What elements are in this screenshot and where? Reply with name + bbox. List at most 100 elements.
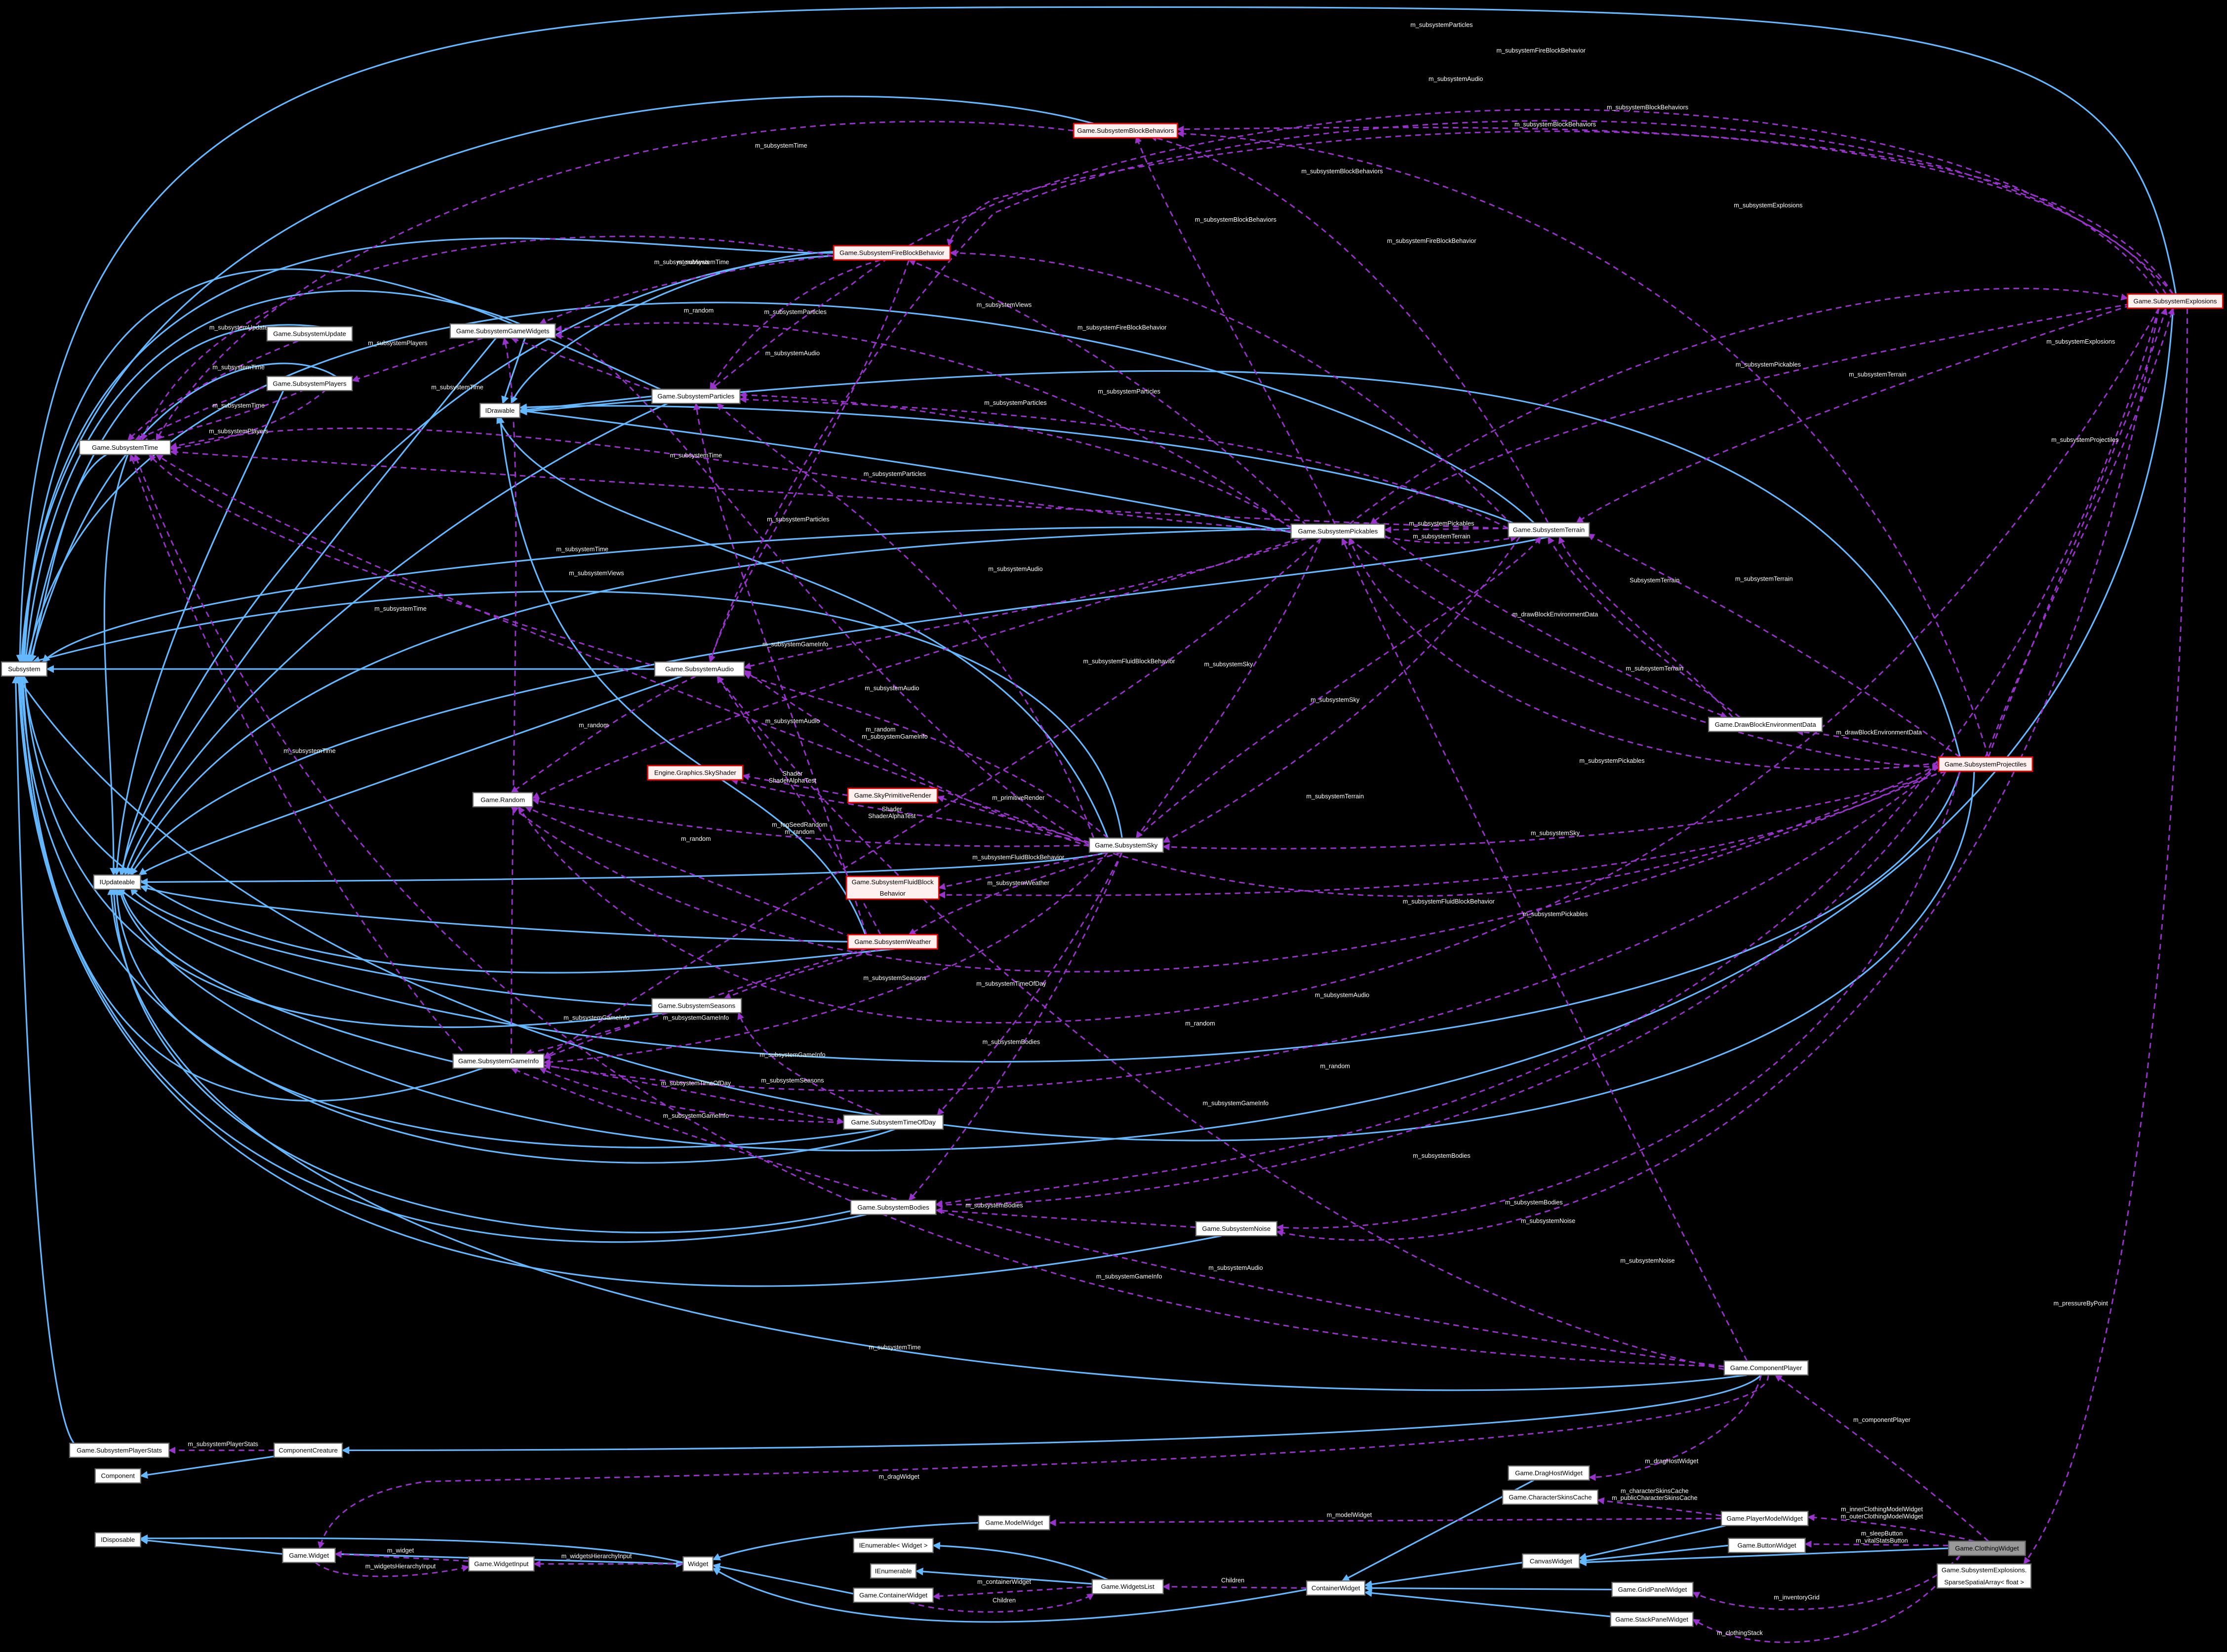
inheritance-edge-stack_panel_widget-to-container_widget bbox=[1364, 1589, 1611, 1617]
node-label: Game.PlayerModelWidget bbox=[1727, 1515, 1803, 1522]
edge-label: m_subsystemExplosions bbox=[1734, 202, 1802, 209]
usage-edge-component_player-to-subsystem_time bbox=[134, 454, 1724, 1368]
class-node-iupdateable[interactable]: IUpdateable bbox=[93, 874, 141, 890]
class-node-component-creature[interactable]: ComponentCreature bbox=[273, 1442, 343, 1458]
edge-label: m_subsystemViews bbox=[977, 301, 1032, 308]
class-node-player-model-widget[interactable]: Game.PlayerModelWidget bbox=[1720, 1511, 1809, 1527]
edge-label: m_subsystemNoise bbox=[1521, 1218, 1575, 1224]
class-node-stack-panel-widget[interactable]: Game.StackPanelWidget bbox=[1610, 1612, 1694, 1627]
class-node-subsystem-player-stats[interactable]: Game.SubsystemPlayerStats bbox=[69, 1442, 170, 1458]
node-box bbox=[651, 389, 741, 404]
usage-edge-subsystem_projectiles-to-subsystem_block_behaviors bbox=[1176, 130, 1989, 757]
class-node-grid-panel-widget[interactable]: Game.GridPanelWidget bbox=[1611, 1581, 1694, 1597]
node-label: Game.SubsystemUpdate bbox=[273, 330, 346, 338]
edge-label: m_subsystemExplosions bbox=[2046, 338, 2115, 345]
edge-label: m_drawBlockEnvironmentData bbox=[1512, 611, 1598, 618]
node-label: Game.SubsystemPlayers bbox=[273, 380, 347, 387]
class-node-subsystem-audio[interactable]: Game.SubsystemAudio bbox=[654, 661, 745, 677]
class-node-game-widget[interactable]: Game.Widget bbox=[282, 1547, 336, 1563]
usage-edge-component_player-to-subsystem_game_info bbox=[511, 1067, 1724, 1368]
class-node-sky-shader[interactable]: Engine.Graphics.SkyShader bbox=[647, 765, 744, 781]
usage-edge-subsystem_projectiles-to-subsystem_terrain bbox=[1587, 533, 1961, 758]
node-label: Widget bbox=[688, 1560, 708, 1568]
usage-edge-subsystem_terrain-to-subsystem_time bbox=[169, 448, 1509, 529]
class-node-game-container-widget[interactable]: Game.ContainerWidget bbox=[853, 1587, 934, 1603]
class-node-subsystem-game-info[interactable]: Game.SubsystemGameInfo bbox=[452, 1053, 545, 1069]
edge-label: m_subsystemParticles bbox=[864, 471, 926, 477]
inheritance-edge-subsystem_player_stats-to-subsystem bbox=[12, 675, 75, 1444]
class-node-subsystem-sky[interactable]: Game.SubsystemSky bbox=[1088, 837, 1164, 853]
class-node-widget[interactable]: Widget bbox=[682, 1556, 714, 1572]
usage-edge-subsystem_audio-to-subsystem_time bbox=[148, 454, 661, 669]
node-box bbox=[1937, 1563, 2032, 1589]
usage-edge-subsystem_pickables-to-subsystem_terrain bbox=[1385, 535, 1518, 544]
inheritance-edge-subsystem_sky-to-subsystem bbox=[32, 590, 1123, 838]
node-box bbox=[850, 1199, 937, 1216]
class-node-drag-host-widget[interactable]: Game.DragHostWidget bbox=[1508, 1465, 1590, 1481]
inheritance-edge-subsystem_update-to-subsystem bbox=[26, 324, 330, 663]
node-label: IUpdateable bbox=[100, 878, 135, 886]
usage-edge-widget_input-to-game_widget bbox=[334, 1550, 469, 1562]
usage-edge-subsystem_audio-to-random bbox=[511, 675, 696, 793]
inheritance-edge-subsystem_game_widgets-to-idrawable bbox=[501, 336, 526, 404]
edge-label: m_subsystemAudio bbox=[765, 717, 820, 724]
class-node-subsystem-time[interactable]: Game.SubsystemTime bbox=[79, 439, 171, 455]
inheritance-edge-clothing_widget-to-canvas_widget bbox=[1578, 1547, 1949, 1567]
node-box bbox=[651, 998, 742, 1014]
class-node-subsystem-particles[interactable]: Game.SubsystemParticles bbox=[651, 389, 741, 404]
class-node-widgets-list[interactable]: Game.WidgetsList bbox=[1091, 1579, 1164, 1595]
class-node-component[interactable]: Component bbox=[94, 1468, 141, 1484]
usage-edge-subsystem_game_widgets-to-subsystem_players bbox=[351, 337, 483, 382]
node-box bbox=[647, 765, 744, 781]
class-node-character-skins-cache[interactable]: Game.CharacterSkinsCache bbox=[1502, 1489, 1598, 1505]
class-node-subsystem-update[interactable]: Game.SubsystemUpdate bbox=[266, 326, 353, 342]
class-node-ienumerable-widget[interactable]: IEnumerable< Widget > bbox=[853, 1537, 934, 1553]
edge-label: m_subsystemParticles bbox=[764, 309, 826, 315]
class-node-container-widget[interactable]: ContainerWidget bbox=[1306, 1580, 1366, 1596]
class-node-sky-primitive-render[interactable]: Game.SkyPrimitiveRender bbox=[847, 787, 938, 803]
inheritance-edge-game_container_widget-to-widget bbox=[712, 1563, 854, 1595]
class-node-subsystem-bodies[interactable]: Game.SubsystemBodies bbox=[850, 1199, 937, 1216]
class-node-sparse-spatial-array[interactable]: Game.SubsystemExplosions.SparseSpatialAr… bbox=[1937, 1563, 2032, 1589]
class-node-idrawable[interactable]: IDrawable bbox=[479, 402, 520, 419]
class-node-draw-block-environment-data[interactable]: Game.DrawBlockEnvironmentData bbox=[1708, 716, 1823, 732]
edge-label: m_subsystemTimeOfDay bbox=[661, 1080, 731, 1087]
class-node-subsystem-weather[interactable]: Game.SubsystemWeather bbox=[847, 934, 938, 950]
node-label: Game.CharacterSkinsCache bbox=[1509, 1494, 1591, 1501]
edge-label: m_subsystemGameInfo bbox=[1096, 1273, 1162, 1280]
class-node-subsystem-players[interactable]: Game.SubsystemPlayers bbox=[266, 376, 353, 392]
edge-label: m_subsystemGameInfo bbox=[663, 1112, 729, 1119]
class-node-subsystem-time-of-day[interactable]: Game.SubsystemTimeOfDay bbox=[843, 1114, 944, 1130]
class-node-button-widget[interactable]: Game.ButtonWidget bbox=[1728, 1537, 1806, 1553]
class-node-component-player[interactable]: Game.ComponentPlayer bbox=[1723, 1360, 1809, 1376]
class-node-subsystem-pickables[interactable]: Game.SubsystemPickables bbox=[1290, 523, 1386, 539]
class-node-subsystem-projectiles[interactable]: Game.SubsystemProjectiles bbox=[1938, 756, 2033, 772]
class-node-subsystem-seasons[interactable]: Game.SubsystemSeasons bbox=[651, 998, 742, 1014]
class-node-subsystem[interactable]: Subsystem bbox=[0, 661, 48, 677]
class-node-model-widget[interactable]: Game.ModelWidget bbox=[978, 1515, 1050, 1531]
class-node-subsystem-explosions[interactable]: Game.SubsystemExplosions bbox=[2127, 293, 2224, 309]
edge-label: m_subsystemFluidBlockBehavior bbox=[1083, 658, 1175, 665]
inheritance-edge-subsystem_particles-to-idrawable bbox=[519, 395, 652, 414]
node-label: Game.SubsystemParticles bbox=[658, 393, 735, 400]
class-node-widget-input[interactable]: Game.WidgetInput bbox=[468, 1556, 535, 1572]
class-node-ienumerable[interactable]: IEnumerable bbox=[870, 1563, 917, 1579]
class-node-canvas-widget[interactable]: CanvasWidget bbox=[1522, 1553, 1580, 1569]
edge-label: m_inventoryGrid bbox=[1774, 1594, 1820, 1601]
inheritance-edge-subsystem_fire_block_behavior-to-idrawable bbox=[511, 250, 838, 404]
node-label: Component bbox=[101, 1472, 135, 1480]
class-node-subsystem-fire-block-behavior[interactable]: Game.SubsystemFireBlockBehavior bbox=[833, 245, 951, 261]
class-node-subsystem-noise[interactable]: Game.SubsystemNoise bbox=[1195, 1221, 1277, 1237]
class-nodes: SubsystemGame.SubsystemTimeGame.Subsyste… bbox=[0, 123, 2224, 1627]
class-node-clothing-widget[interactable]: Game.ClothingWidget bbox=[1948, 1540, 2026, 1556]
class-node-random[interactable]: Game.Random bbox=[472, 792, 533, 808]
usage-edge-subsystem_sky-to-sky_shader bbox=[730, 778, 1090, 843]
class-node-idisposable[interactable]: IDisposable bbox=[94, 1532, 141, 1548]
class-node-subsystem-block-behaviors[interactable]: Game.SubsystemBlockBehaviors bbox=[1073, 123, 1178, 139]
edge-label: m_subsystemBodies bbox=[1505, 1199, 1563, 1206]
class-node-subsystem-game-widgets[interactable]: Game.SubsystemGameWidgets bbox=[449, 323, 556, 339]
node-label: IDisposable bbox=[101, 1536, 135, 1543]
edge-label: m_subsystemWeather bbox=[988, 879, 1050, 886]
class-node-subsystem-terrain[interactable]: Game.SubsystemTerrain bbox=[1508, 522, 1590, 538]
